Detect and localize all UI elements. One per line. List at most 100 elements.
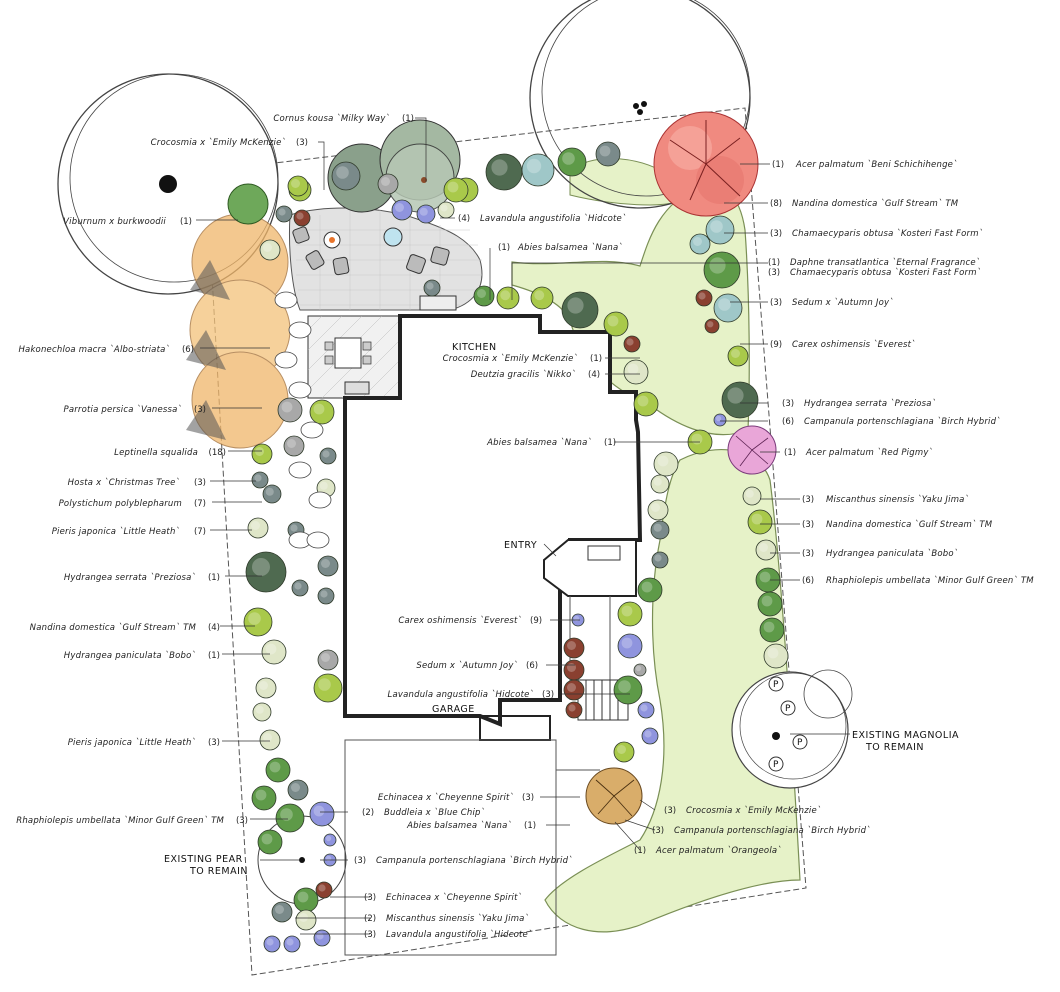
- dining-chairs: [324, 341, 372, 365]
- shrub-highlight: [336, 166, 349, 179]
- shrub-highlight: [568, 704, 576, 712]
- plant-label: Acer palmatum `Orangeola`: [655, 845, 782, 856]
- shrub-highlight: [269, 761, 281, 773]
- plant-label: Pieris japonica `Little Heath`: [52, 526, 180, 537]
- svg-text:P: P: [785, 704, 791, 714]
- shrub-highlight: [477, 289, 486, 298]
- stepping-stone: [274, 351, 298, 369]
- shrub-highlight: [627, 363, 639, 375]
- stepping-stone: [274, 291, 298, 309]
- parrotia-shadows: [186, 260, 230, 440]
- plant-count: (9): [770, 340, 782, 350]
- shrub-highlight: [318, 884, 326, 892]
- shrub-highlight: [653, 477, 662, 486]
- shrub: [283, 935, 301, 953]
- stepping-stone: [288, 321, 312, 339]
- shrub-highlight: [325, 855, 332, 862]
- shrub: [530, 286, 554, 310]
- shrub: [275, 205, 293, 223]
- entry-step: [587, 545, 621, 561]
- plant-count: (1): [590, 354, 602, 364]
- magnolia-markers: P P P P: [768, 676, 808, 772]
- shrub: [563, 679, 585, 701]
- shrub-highlight: [657, 455, 669, 467]
- shrub: [623, 359, 649, 385]
- shrub-highlight: [526, 158, 542, 174]
- shrub-highlight: [710, 220, 723, 233]
- shrub-highlight: [635, 665, 642, 672]
- bench: [419, 295, 457, 311]
- shrub: [309, 801, 335, 827]
- room-garage: GARAGE: [432, 704, 475, 715]
- plant-count: (6): [802, 576, 814, 586]
- shrub: [721, 381, 759, 419]
- plant-label: Leptinella squalida: [114, 448, 198, 458]
- plant-count: (3): [542, 690, 554, 700]
- shrub: [317, 555, 339, 577]
- shrub-highlight: [751, 513, 763, 525]
- plant-label: Hakonechloa macra `Albo-striata`: [18, 344, 170, 355]
- labels-bottom: Echinacea x `Cheyenne Spirit` (3) (2) Bu…: [354, 792, 870, 940]
- grill: [344, 381, 370, 395]
- shrub-highlight: [321, 559, 330, 568]
- plant-label: Acer palmatum `Red Pigmy`: [805, 447, 933, 458]
- plant-count: (1): [772, 160, 784, 170]
- shrub-highlight: [316, 932, 324, 940]
- shrub-highlight: [718, 298, 731, 311]
- plant-label: Sedum x `Autumn Joy`: [792, 297, 894, 308]
- shrub-highlight: [759, 543, 768, 552]
- shrub: [309, 399, 335, 425]
- plant-label: Lavandula angustifolia `Hidcote`: [480, 213, 626, 224]
- plant-label: Miscanthus sinensis `Yaku Jima`: [826, 494, 969, 505]
- shrub-highlight: [626, 338, 634, 346]
- plant-label: Parrotia persica `Vanessa`: [64, 404, 183, 415]
- plant-count: (3): [364, 930, 376, 940]
- dining-table: [334, 337, 362, 369]
- callout-magnolia-line2: TO REMAIN: [865, 742, 924, 753]
- shrub-highlight: [313, 805, 325, 817]
- shrub-highlight: [727, 387, 744, 404]
- stepping-stone: [288, 461, 312, 479]
- shrub-highlight: [761, 595, 773, 607]
- callout-magnolia-line1: EXISTING MAGNOLIA: [852, 730, 959, 741]
- shrub-highlight: [287, 439, 296, 448]
- shrub: [742, 486, 762, 506]
- shrub: [261, 639, 287, 665]
- shrub-highlight: [440, 204, 448, 212]
- plant-label: Carex oshimensis `Everest`: [792, 339, 916, 350]
- plant-label: Chamaecyparis obtusa `Kosteri Fast Form`: [792, 228, 983, 239]
- shrub: [496, 286, 520, 310]
- shrub-highlight: [286, 938, 294, 946]
- plant-label: Abies balsamea `Nana`: [406, 820, 512, 831]
- plant-count: (3): [782, 399, 794, 409]
- shrub: [287, 175, 309, 197]
- shrub: [689, 233, 711, 255]
- shrub-highlight: [296, 212, 304, 220]
- shrub: [557, 147, 587, 177]
- shrub-highlight: [281, 401, 293, 413]
- shrub-highlight: [322, 450, 330, 458]
- shrub-highlight: [419, 207, 428, 216]
- shrub: [319, 447, 337, 465]
- shrub-highlight: [447, 181, 459, 193]
- shrub-highlight: [251, 521, 260, 530]
- shrub: [757, 591, 783, 617]
- shrub-highlight: [617, 745, 626, 754]
- plant-label: Rhaphiolepis umbellata `Minor Gulf Green…: [16, 815, 224, 826]
- shrub-highlight: [709, 257, 726, 274]
- shrub-highlight: [491, 159, 508, 176]
- shrub: [423, 279, 441, 297]
- plant-count: (3): [652, 826, 664, 836]
- water-feature: [383, 227, 403, 247]
- shrub: [613, 741, 635, 763]
- shrub: [633, 391, 659, 417]
- plant-label: Buddleia x `Blue Chip`: [384, 807, 485, 818]
- plant-label: Hosta x `Christmas Tree`: [68, 477, 180, 488]
- shrub: [650, 474, 670, 494]
- shrub: [443, 177, 469, 203]
- shrub-highlight: [263, 243, 272, 252]
- plant-count: (4): [588, 370, 600, 380]
- plant-count: (7): [194, 527, 206, 537]
- lounge-chair: [305, 250, 325, 270]
- plant-label: Campanula portenschlagiana `Birch Hybrid…: [804, 416, 1001, 427]
